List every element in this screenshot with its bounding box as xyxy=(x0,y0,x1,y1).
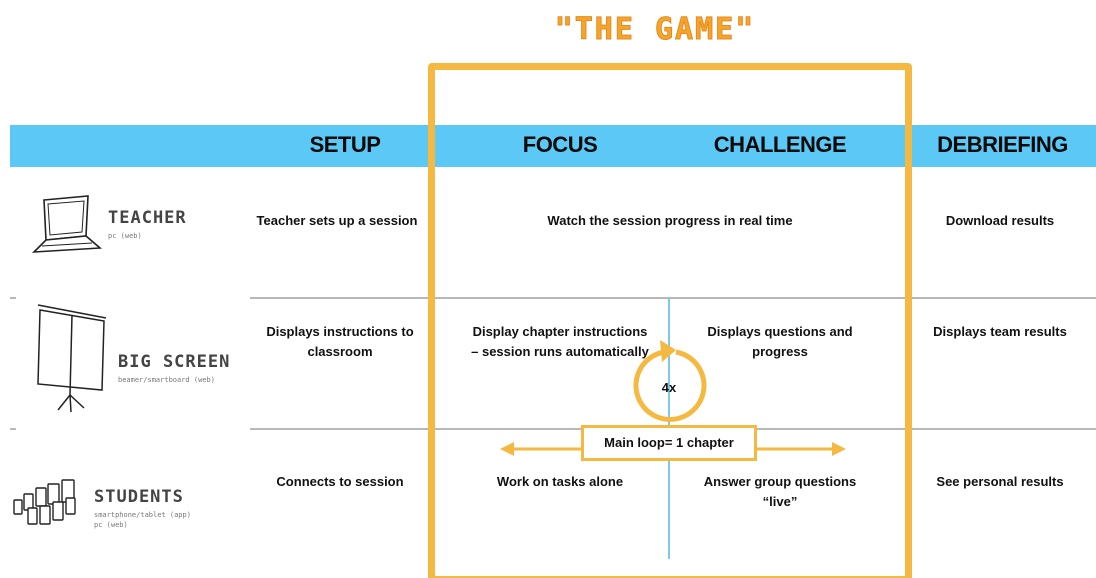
column-header-setup: SETUP xyxy=(309,132,381,157)
big-screen-setup-text-line1: Displays instructions to xyxy=(266,324,414,339)
teacher-game-text: Watch the session progress in real time xyxy=(547,213,793,228)
students-debriefing-text: See personal results xyxy=(936,474,1064,489)
role-teacher: TEACHER xyxy=(108,208,187,228)
role-big-screen-platform: beamer/smartboard (web) xyxy=(118,376,215,384)
teacher-debriefing-text: Download results xyxy=(945,213,1055,228)
column-header-challenge: CHALLENGE xyxy=(713,132,847,157)
teacher-setup-text: Teacher sets up a session xyxy=(256,213,418,228)
main-loop-label: Main loop= 1 chapter xyxy=(581,425,757,461)
role-big-screen: BIG SCREEN xyxy=(118,352,231,372)
role-students-platform-2: pc (web) xyxy=(94,521,128,529)
big-screen-challenge-text-line1: Displays questions and xyxy=(707,324,853,339)
students-focus-text: Work on tasks alone xyxy=(496,474,624,489)
role-teacher-platform: pc (web) xyxy=(108,232,142,240)
role-students-platform-1: smartphone/tablet (app) xyxy=(94,511,191,519)
devices-icon xyxy=(13,479,76,525)
big-screen-setup-text-line2: classroom xyxy=(307,344,373,359)
loop-double-arrow xyxy=(500,442,846,456)
big-screen-debriefing-text: Displays team results xyxy=(933,324,1067,339)
big-screen-focus-text-line2: – session runs automatically xyxy=(471,344,649,359)
big-screen-challenge-text-line2: progress xyxy=(752,344,808,359)
projector-screen-icon xyxy=(37,304,107,413)
row-divider-tick xyxy=(10,428,16,430)
row-divider-tick xyxy=(10,297,16,299)
role-students: STUDENTS xyxy=(94,487,184,507)
students-challenge-text-line1: Answer group questions xyxy=(703,474,857,489)
game-frame xyxy=(428,63,912,578)
loop-arrowhead xyxy=(660,340,676,362)
big-screen-focus-text-line1: Display chapter instructions xyxy=(472,324,648,339)
loop-count: 4x xyxy=(661,380,677,395)
column-header-debriefing: DEBRIEFING xyxy=(937,132,1068,157)
row-divider xyxy=(250,297,1096,299)
column-header-focus: FOCUS xyxy=(522,132,598,157)
header-band xyxy=(10,125,1096,167)
students-challenge-text-line2: “live” xyxy=(762,494,798,509)
students-setup-text: Connects to session xyxy=(276,474,404,489)
game-title: "THE GAME" xyxy=(554,12,756,48)
laptop-icon xyxy=(31,195,103,253)
loop-cycle-arrow xyxy=(633,349,707,422)
